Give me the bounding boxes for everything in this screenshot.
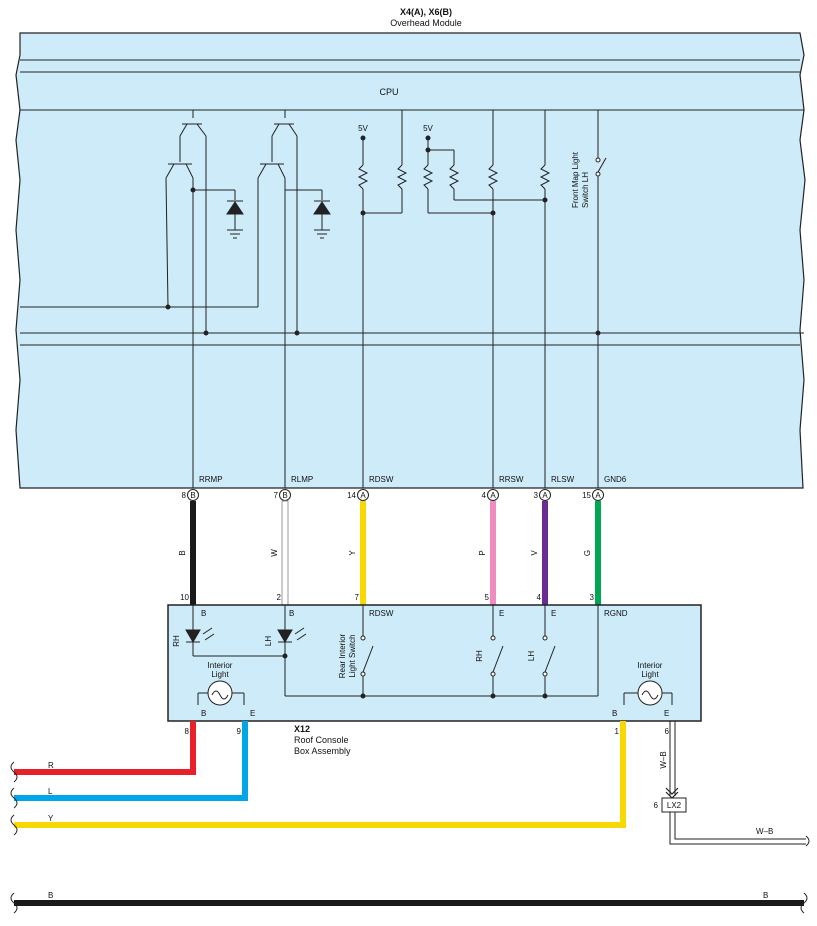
switch-lh-label: LH — [527, 651, 536, 661]
svg-text:B: B — [201, 609, 206, 618]
lower-wires: 8 9 1 6 R L Y W–B LX2 6 W–B B B — [10, 721, 810, 914]
console-pin-5: 5 — [485, 593, 490, 602]
overhead-module: CPU — [15, 32, 806, 489]
svg-text:B: B — [282, 491, 287, 500]
interior-light-right-label1: Interior — [638, 661, 663, 670]
connector-a-marker — [539, 489, 551, 501]
svg-text:1: 1 — [615, 727, 620, 736]
pin-name-rrmp: RRMP — [199, 475, 223, 484]
svg-text:Light Switch: Light Switch — [348, 634, 357, 677]
supply-5v-right: 5V — [423, 124, 433, 133]
lx2-label: LX2 — [667, 801, 682, 810]
wire-label-b-left: B — [48, 891, 53, 900]
wire-label-b-right: B — [763, 891, 768, 900]
svg-text:Front Map Light: Front Map Light — [571, 151, 580, 208]
lx2-pin: 6 — [654, 801, 659, 810]
switch-rh-label: RH — [475, 650, 484, 662]
svg-text:A: A — [542, 491, 548, 500]
wire-label-y: Y — [48, 814, 54, 823]
console-pin-10: 10 — [180, 593, 189, 602]
svg-text:E: E — [551, 609, 556, 618]
svg-text:RDSW: RDSW — [369, 609, 394, 618]
wire-white — [281, 500, 289, 606]
interior-light-left-label1: Interior — [208, 661, 233, 670]
svg-text:9: 9 — [237, 727, 242, 736]
wire-code-w: W — [270, 549, 279, 557]
front-map-light-switch-label: Front Map Light Switch LH — [571, 151, 590, 208]
svg-text:E: E — [499, 609, 504, 618]
wire-label-l: L — [48, 787, 53, 796]
console-pin-3: 3 — [590, 593, 595, 602]
wire-code-p: P — [478, 550, 487, 555]
wire-label-wb-horizontal: W–B — [756, 827, 773, 836]
svg-text:B: B — [190, 491, 195, 500]
pin-num-7: 7 — [274, 491, 279, 500]
svg-text:A: A — [360, 491, 366, 500]
svg-text:Switch LH: Switch LH — [581, 172, 590, 208]
svg-text:A: A — [490, 491, 496, 500]
console-pin-7: 7 — [355, 593, 360, 602]
wire-code-y: Y — [348, 550, 357, 556]
supply-5v-left: 5V — [358, 124, 368, 133]
pin-num-14: 14 — [347, 491, 356, 500]
wire-pink — [490, 501, 496, 605]
console-name-line2: Box Assembly — [294, 746, 351, 756]
pin-num-15: 15 — [582, 491, 591, 500]
svg-text:B: B — [201, 709, 206, 718]
harness-wires: B W Y P V G 10 2 7 5 4 3 — [178, 500, 601, 606]
console-pin-2: 2 — [277, 593, 282, 602]
console-circuit — [185, 605, 673, 706]
module-internal-circuit — [20, 110, 607, 488]
connector-b-marker — [187, 489, 199, 501]
pin-name-gnd6: GND6 — [604, 475, 627, 484]
led-rh-label: RH — [172, 635, 181, 647]
connector-a-marker — [487, 489, 499, 501]
svg-text:A: A — [595, 491, 601, 500]
pin-num-8: 8 — [182, 491, 187, 500]
lx2-connector — [661, 797, 687, 813]
console-pin-4: 4 — [537, 593, 542, 602]
pin-num-3: 3 — [534, 491, 539, 500]
svg-text:B: B — [612, 709, 617, 718]
svg-text:E: E — [250, 709, 255, 718]
wire-blue — [14, 721, 248, 801]
console-name-line1: Roof Console — [294, 735, 349, 745]
console-id: X12 — [294, 724, 310, 734]
wire-label-wb-vertical: W–B — [659, 751, 668, 768]
wire-green — [595, 501, 601, 605]
module-name: Overhead Module — [390, 18, 462, 28]
module-connectors-title: X4(A), X6(B) — [400, 7, 452, 17]
wire-red — [14, 721, 196, 775]
pin-name-rdsw: RDSW — [369, 475, 394, 484]
svg-text:8: 8 — [185, 727, 190, 736]
connector-a-marker — [357, 489, 369, 501]
module-pins-top: RRMP RLMP RDSW RRSW RLSW GND6 8 7 14 4 3… — [182, 475, 627, 501]
roof-console-box: B B RDSW E E RGND — [167, 604, 702, 722]
interior-light-left-label2: Light — [211, 670, 229, 679]
connector-a-marker — [592, 489, 604, 501]
svg-text:Rear Interior: Rear Interior — [338, 633, 347, 678]
interior-light-right-label2: Light — [641, 670, 659, 679]
pin-name-rrsw: RRSW — [499, 475, 524, 484]
svg-text:E: E — [664, 709, 669, 718]
wire-yellow — [360, 501, 366, 605]
wire-black — [190, 501, 196, 605]
led-lh-label: LH — [264, 636, 273, 646]
wire-yellow-lower — [14, 721, 626, 828]
pin-num-4: 4 — [482, 491, 487, 500]
pin-name-rlsw: RLSW — [551, 475, 575, 484]
wire-code-g: G — [583, 550, 592, 556]
wire-code-b: B — [178, 550, 187, 555]
svg-text:RGND: RGND — [604, 609, 628, 618]
wire-label-r: R — [48, 761, 54, 770]
cpu-label: CPU — [379, 87, 398, 97]
svg-text:B: B — [289, 609, 294, 618]
wire-code-v: V — [530, 550, 539, 556]
svg-text:6: 6 — [665, 727, 670, 736]
pin-name-rlmp: RLMP — [291, 475, 313, 484]
wire-violet — [542, 501, 548, 605]
rear-interior-light-switch-label: Rear Interior Light Switch — [338, 633, 357, 678]
